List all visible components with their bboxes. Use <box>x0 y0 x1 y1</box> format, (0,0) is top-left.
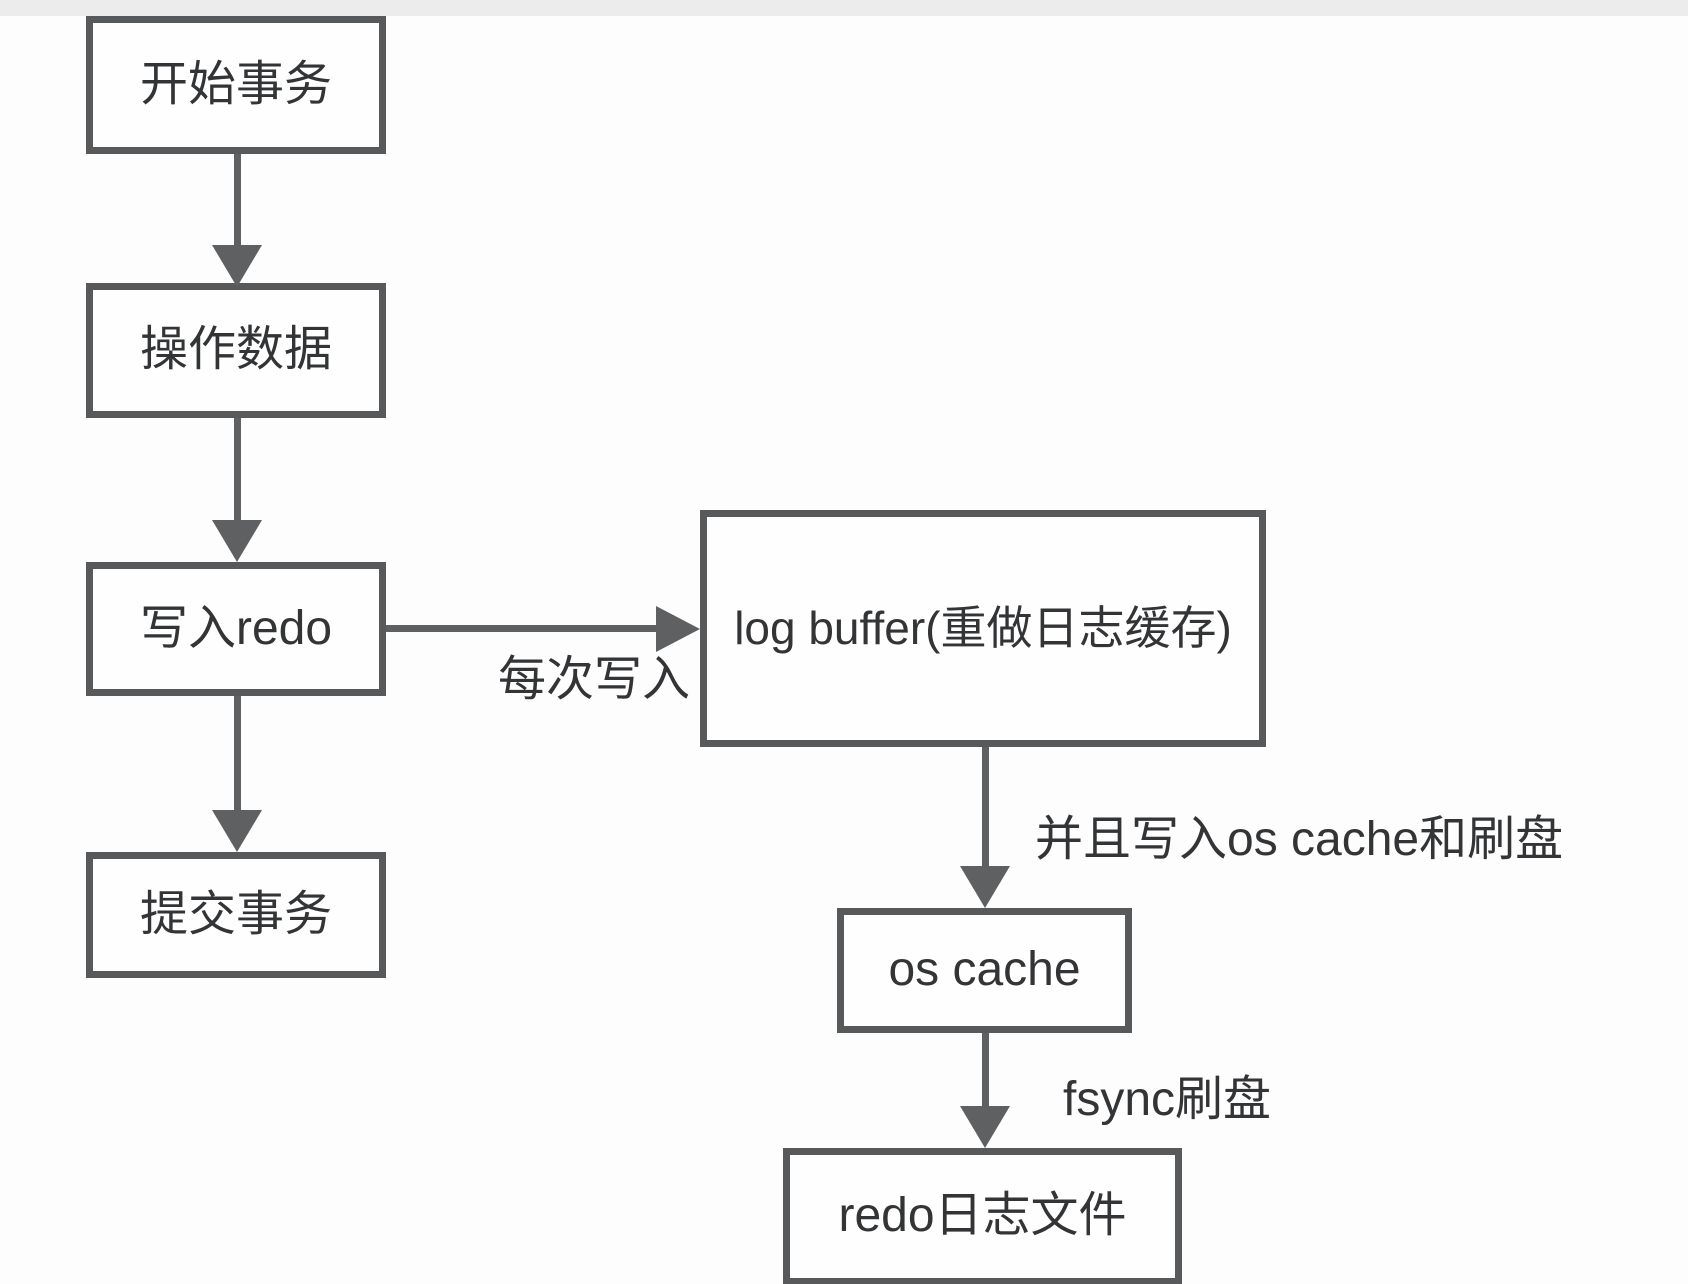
arrow-shaft <box>234 696 241 812</box>
arrow-head-down-icon <box>960 866 1010 908</box>
edge-label-write-os-cache-and-flush: 并且写入os cache和刷盘 <box>1035 813 1564 866</box>
top-strip <box>0 0 1688 16</box>
node-redo-log-file-label: redo日志文件 <box>838 1189 1127 1243</box>
arrow-head-down-icon <box>960 1106 1010 1148</box>
node-start-transaction-label: 开始事务 <box>139 57 332 111</box>
node-start-transaction: 开始事务 <box>86 16 386 154</box>
edge-label-every-write: 每次写入 <box>497 653 690 706</box>
node-write-redo-label: 写入redo <box>139 601 333 655</box>
arrow-head-down-icon <box>212 520 262 562</box>
node-write-redo: 写入redo <box>86 562 386 696</box>
arrow-shaft <box>234 154 241 247</box>
arrow-head-right-icon <box>656 606 700 652</box>
arrow-shaft <box>386 625 658 632</box>
node-operate-data: 操作数据 <box>86 283 386 418</box>
node-commit-transaction: 提交事务 <box>86 852 386 978</box>
arrow-shaft <box>234 418 241 522</box>
node-log-buffer-label: log buffer(重做日志缓存) <box>734 602 1232 655</box>
node-os-cache-label: os cache <box>888 943 1081 997</box>
arrow-shaft <box>982 747 989 868</box>
arrow-head-down-icon <box>212 810 262 852</box>
arrow-shaft <box>982 1033 989 1108</box>
edge-label-fsync-flush: fsync刷盘 <box>1063 1073 1272 1126</box>
node-os-cache: os cache <box>837 908 1132 1033</box>
node-commit-transaction-label: 提交事务 <box>139 887 332 941</box>
node-log-buffer: log buffer(重做日志缓存) <box>700 510 1266 747</box>
arrow-head-down-icon <box>212 245 262 287</box>
node-redo-log-file: redo日志文件 <box>783 1148 1182 1284</box>
node-operate-data-label: 操作数据 <box>139 323 332 377</box>
